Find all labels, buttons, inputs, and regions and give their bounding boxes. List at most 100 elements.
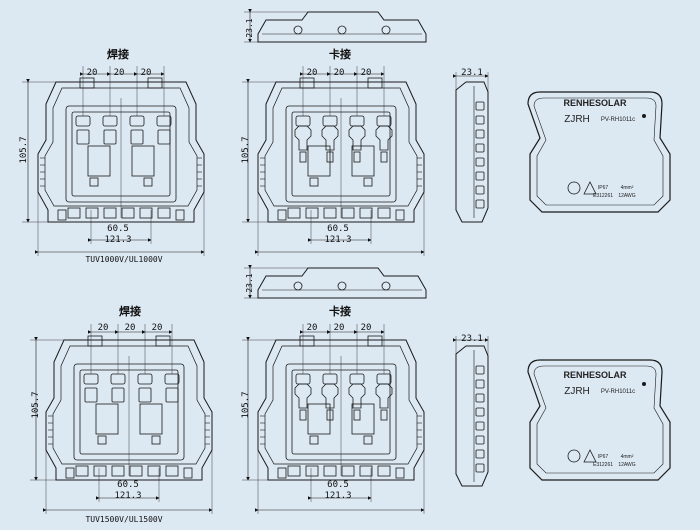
dim-20-g: 20 <box>98 323 109 333</box>
top-clip-diode <box>309 177 319 187</box>
top-weld-gland-rib <box>157 207 171 219</box>
dim-60-5-bottom-left: 60.5 <box>117 480 139 490</box>
file-top: E312261 <box>593 193 613 199</box>
bottom-weld-terminal-clamp <box>83 373 99 385</box>
top-weld-top-tab <box>147 77 163 89</box>
bottom-clip-housing-inner <box>264 345 418 465</box>
rating-top: IP67 <box>598 185 609 191</box>
brand-bottom: RENHESOLAR <box>563 370 627 380</box>
bottom-weld-weld-pad <box>138 387 152 403</box>
bottom-weld-gland-rib <box>75 465 89 477</box>
top-weld-cable-exit <box>57 209 67 221</box>
bottom-weld-diode-block <box>139 403 163 435</box>
bottom-weld-diode <box>151 435 161 445</box>
bottom-side-side-rib <box>475 463 485 473</box>
bottom-clip-terminal-clamp <box>295 373 311 385</box>
top-weld-terminal-clamp <box>102 115 118 127</box>
bottom-clip-cable-exit <box>395 467 405 479</box>
top-weld-cable-exit <box>175 209 185 221</box>
cert-label-bottom: TUV1500V/UL1500V <box>85 515 162 524</box>
label-clip-bottom: 卡接 <box>329 304 351 318</box>
top-weld-weld-pad <box>103 129 117 145</box>
top-clip-gland-rib <box>305 207 319 219</box>
bottom-side-side-rib <box>475 421 485 431</box>
bottom-side-side-rib <box>475 365 485 375</box>
bottom-weld-cable-exit <box>65 467 75 479</box>
wire-top: 4mm² <box>621 185 634 191</box>
top-clip-cable-exit <box>395 209 405 221</box>
dim-23-1-top-plan: 23.1 <box>245 18 254 37</box>
bottom-weld-terminal-clamp <box>164 373 180 385</box>
top-weld-diode-block <box>87 145 111 177</box>
top-clip-gland-rib <box>287 207 301 219</box>
dim-20-i: 20 <box>152 323 163 333</box>
bottom-clip-clip-contact <box>348 383 366 409</box>
bottom-weld-gland-rib <box>129 465 143 477</box>
top-weld-weld-pad <box>157 129 171 145</box>
top-clip-top-tab <box>367 77 383 89</box>
bottom-clip-clip-contact <box>294 383 312 409</box>
top-plate-registered-mark <box>642 114 646 118</box>
dim-20-d: 20 <box>307 68 318 78</box>
dim-105-7-top-mid: 105.7 <box>241 136 251 163</box>
top-clip-clip-contact <box>375 125 393 151</box>
bottom-clip-housing-outline <box>257 339 425 481</box>
bottom-weld-diode-block <box>95 403 119 435</box>
dim-60-5-top-left: 60.5 <box>107 224 129 234</box>
dim-20-l: 20 <box>361 323 372 333</box>
top-weld-terminal-clamp <box>129 115 145 127</box>
top-side-side-rib <box>475 143 485 153</box>
top-side-side-rib <box>475 199 485 209</box>
top-clip-terminal-clamp <box>295 115 311 127</box>
top-plan-plan-outline <box>257 11 427 43</box>
dim-20-k: 20 <box>334 323 345 333</box>
top-side-side-rib <box>475 171 485 181</box>
top-weld-terminal-clamp <box>156 115 172 127</box>
dim-20-c: 20 <box>141 68 152 78</box>
bottom-weld-top-tab <box>87 335 103 347</box>
top-clip-clip-contact <box>348 125 366 151</box>
top-weld-weld-pad <box>130 129 144 145</box>
bottom-clip-clip-contact <box>321 383 339 409</box>
top-clip-housing-inner <box>264 87 418 207</box>
top-side-side-rib <box>475 185 485 195</box>
bottom-clip-cable-exit <box>277 467 287 479</box>
top-clip-clip-contact <box>321 125 339 151</box>
rating-bottom: IP67 <box>598 454 609 460</box>
label-weld-top: 焊接 <box>107 47 129 61</box>
awg-bottom: 12AWG <box>618 462 635 468</box>
bottom-weld-weld-pad <box>111 387 125 403</box>
model-top: PV-RH1011c <box>601 117 635 123</box>
dim-23-1-bottom-plan: 23.1 <box>245 273 254 292</box>
top-weld-housing-inner <box>44 87 198 207</box>
bottom-weld-weld-pad <box>165 387 179 403</box>
bottom-weld-cable-exit <box>183 467 193 479</box>
bottom-clip-diode-block <box>307 403 331 435</box>
bottom-side-side-rib <box>475 393 485 403</box>
top-clip-diode-block <box>351 145 375 177</box>
bottom-weld-gland-rib <box>111 465 125 477</box>
top-side-side-rib <box>475 129 485 139</box>
bottom-clip-diode <box>363 435 373 445</box>
top-side-side-rib <box>475 157 485 167</box>
bottom-clip-gland-rib <box>359 465 373 477</box>
awg-top: 12AWG <box>618 193 635 199</box>
bottom-weld-terminal-clamp <box>137 373 153 385</box>
bottom-weld-terminal-clamp <box>110 373 126 385</box>
bottom-plate-registered-mark <box>642 382 646 386</box>
bottom-weld-gland-rib <box>147 465 161 477</box>
bottom-weld-housing-inner <box>52 345 206 465</box>
top-clip-cable-exit <box>277 209 287 221</box>
cert-label-top: TUV1000V/UL1000V <box>85 255 162 264</box>
top-clip-diode-block <box>307 145 331 177</box>
top-weld-diode-block <box>131 145 155 177</box>
bottom-plate-ul-badge <box>567 449 581 463</box>
top-clip-clip-spring <box>380 151 388 163</box>
bottom-weld-gland-rib <box>165 465 179 477</box>
dim-121-3-bottom-left: 121.3 <box>114 491 141 501</box>
top-side-side-rib <box>475 115 485 125</box>
top-plan-plan-hole <box>293 25 303 35</box>
bottom-side-side-rib <box>475 407 485 417</box>
